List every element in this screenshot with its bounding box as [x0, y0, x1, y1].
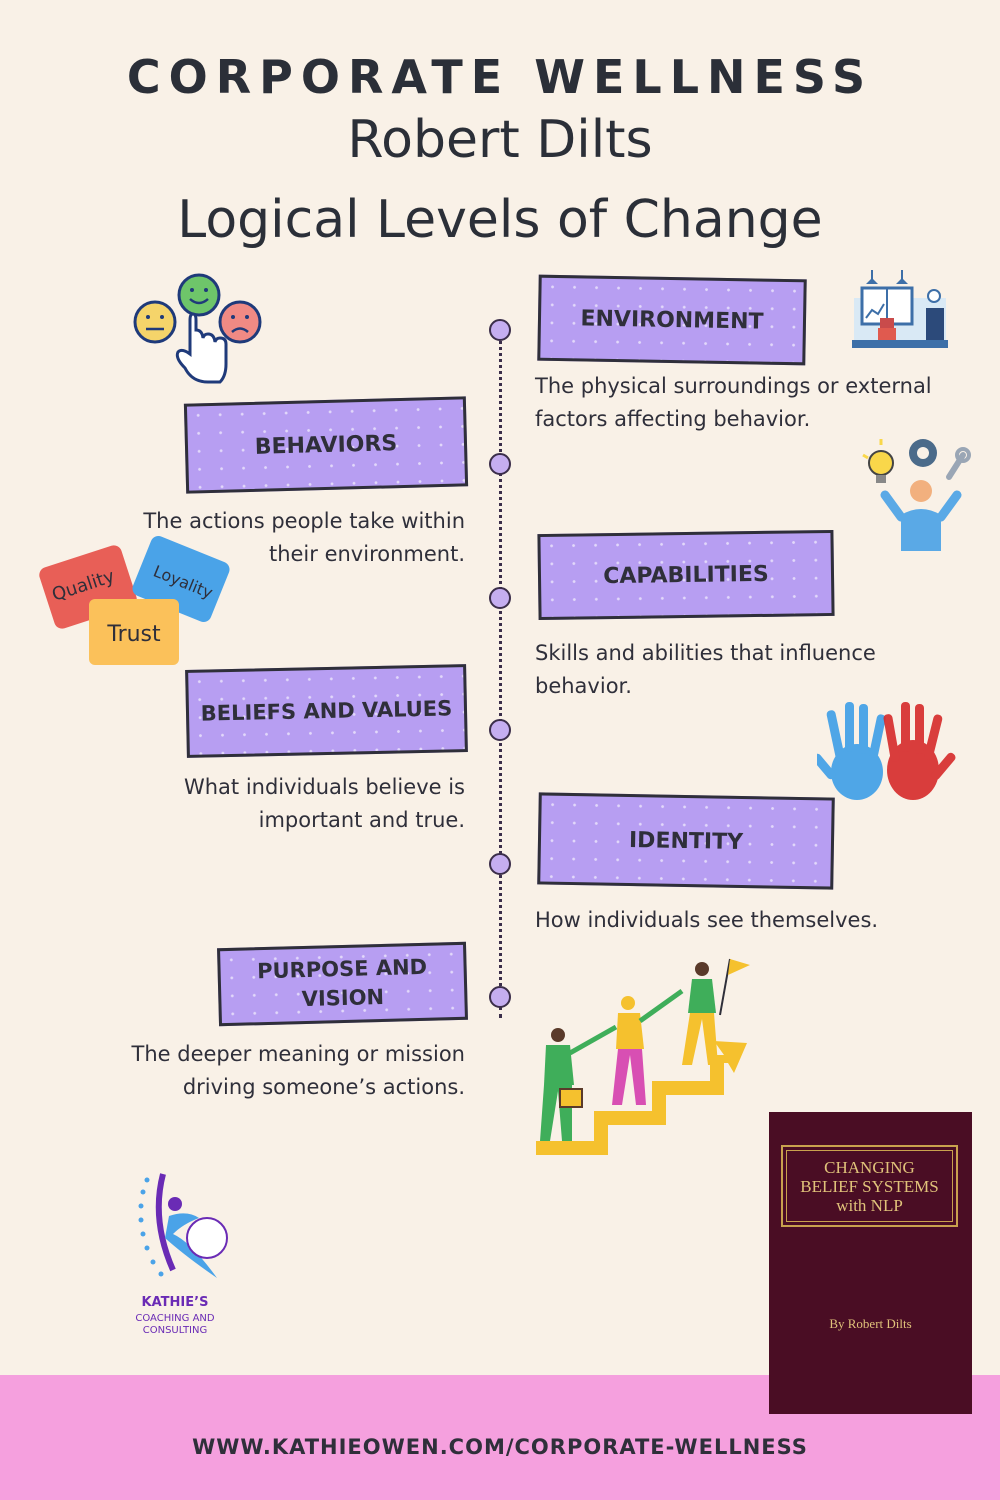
level-description-beliefs-and-values: What individuals believe is important an…	[183, 775, 465, 832]
level-box-purpose-and-vision: PURPOSE AND VISION	[217, 941, 468, 1027]
level-box-behaviors: BEHAVIORS	[183, 396, 469, 494]
book-title: CHANGING BELIEF SYSTEMS with NLP	[800, 1157, 939, 1215]
team-climbing-icon	[536, 958, 750, 1155]
timeline-dot	[489, 986, 511, 1008]
level-description-identity: How individuals see themselves.	[535, 908, 879, 932]
timeline-dot	[489, 587, 511, 609]
level-label-identity: IDENTITY	[628, 827, 744, 855]
author-name: Robert Dilts	[347, 110, 653, 170]
level-label-behaviors: BEHAVIORS	[254, 430, 398, 460]
footer-website-link[interactable]: WWW.KATHIEOWEN.COM/CORPORATE-WELLNESS	[192, 1435, 808, 1459]
level-box-environment: ENVIRONMENT	[537, 274, 807, 366]
book-cover: CHANGING BELIEF SYSTEMS with NLP By Robe…	[769, 1112, 972, 1414]
timeline-line	[499, 328, 502, 1018]
timeline-dot	[489, 453, 511, 475]
book-author: By Robert Dilts	[829, 1316, 912, 1331]
sticker-trust-text: Trust	[106, 622, 161, 647]
level-box-beliefs-and-values: BELIEFS AND VALUES	[185, 664, 468, 758]
page-title: CORPORATE WELLNESS	[126, 50, 874, 104]
kathies-logo-icon	[138, 1173, 228, 1278]
level-description-environment: The physical surroundings or external fa…	[535, 374, 932, 431]
level-box-capabilities: CAPABILITIES	[537, 529, 835, 621]
level-label-environment: ENVIRONMENT	[580, 305, 764, 335]
person-ideas-tools-icon	[862, 439, 971, 551]
logo-name: KATHIE’S	[141, 1295, 209, 1310]
level-description-behaviors: The actions people take within their env…	[143, 509, 465, 566]
timeline-dot	[489, 319, 511, 341]
timeline-dot	[489, 719, 511, 741]
level-label-beliefs-and-values: BELIEFS AND VALUES	[200, 696, 453, 726]
level-label-purpose-and-vision: PURPOSE AND VISION	[256, 954, 428, 1012]
emotion-faces-icon	[133, 273, 262, 384]
level-description-capabilities: Skills and abilities that influence beha…	[535, 641, 876, 698]
quality-loyalty-trust-icon: Quality Loyality Trust	[39, 536, 230, 665]
office-desk-icon	[852, 270, 948, 348]
handprints-icon	[817, 702, 956, 800]
book-title-frame: CHANGING BELIEF SYSTEMS with NLP	[781, 1145, 958, 1227]
level-description-purpose-and-vision: The deeper meaning or mission driving so…	[131, 1042, 466, 1099]
timeline-dot	[489, 853, 511, 875]
level-label-capabilities: CAPABILITIES	[603, 561, 769, 589]
page-subtitle: Logical Levels of Change	[177, 190, 823, 250]
level-box-identity: IDENTITY	[537, 792, 835, 890]
logo-tagline: COACHING AND CONSULTING	[135, 1313, 215, 1336]
